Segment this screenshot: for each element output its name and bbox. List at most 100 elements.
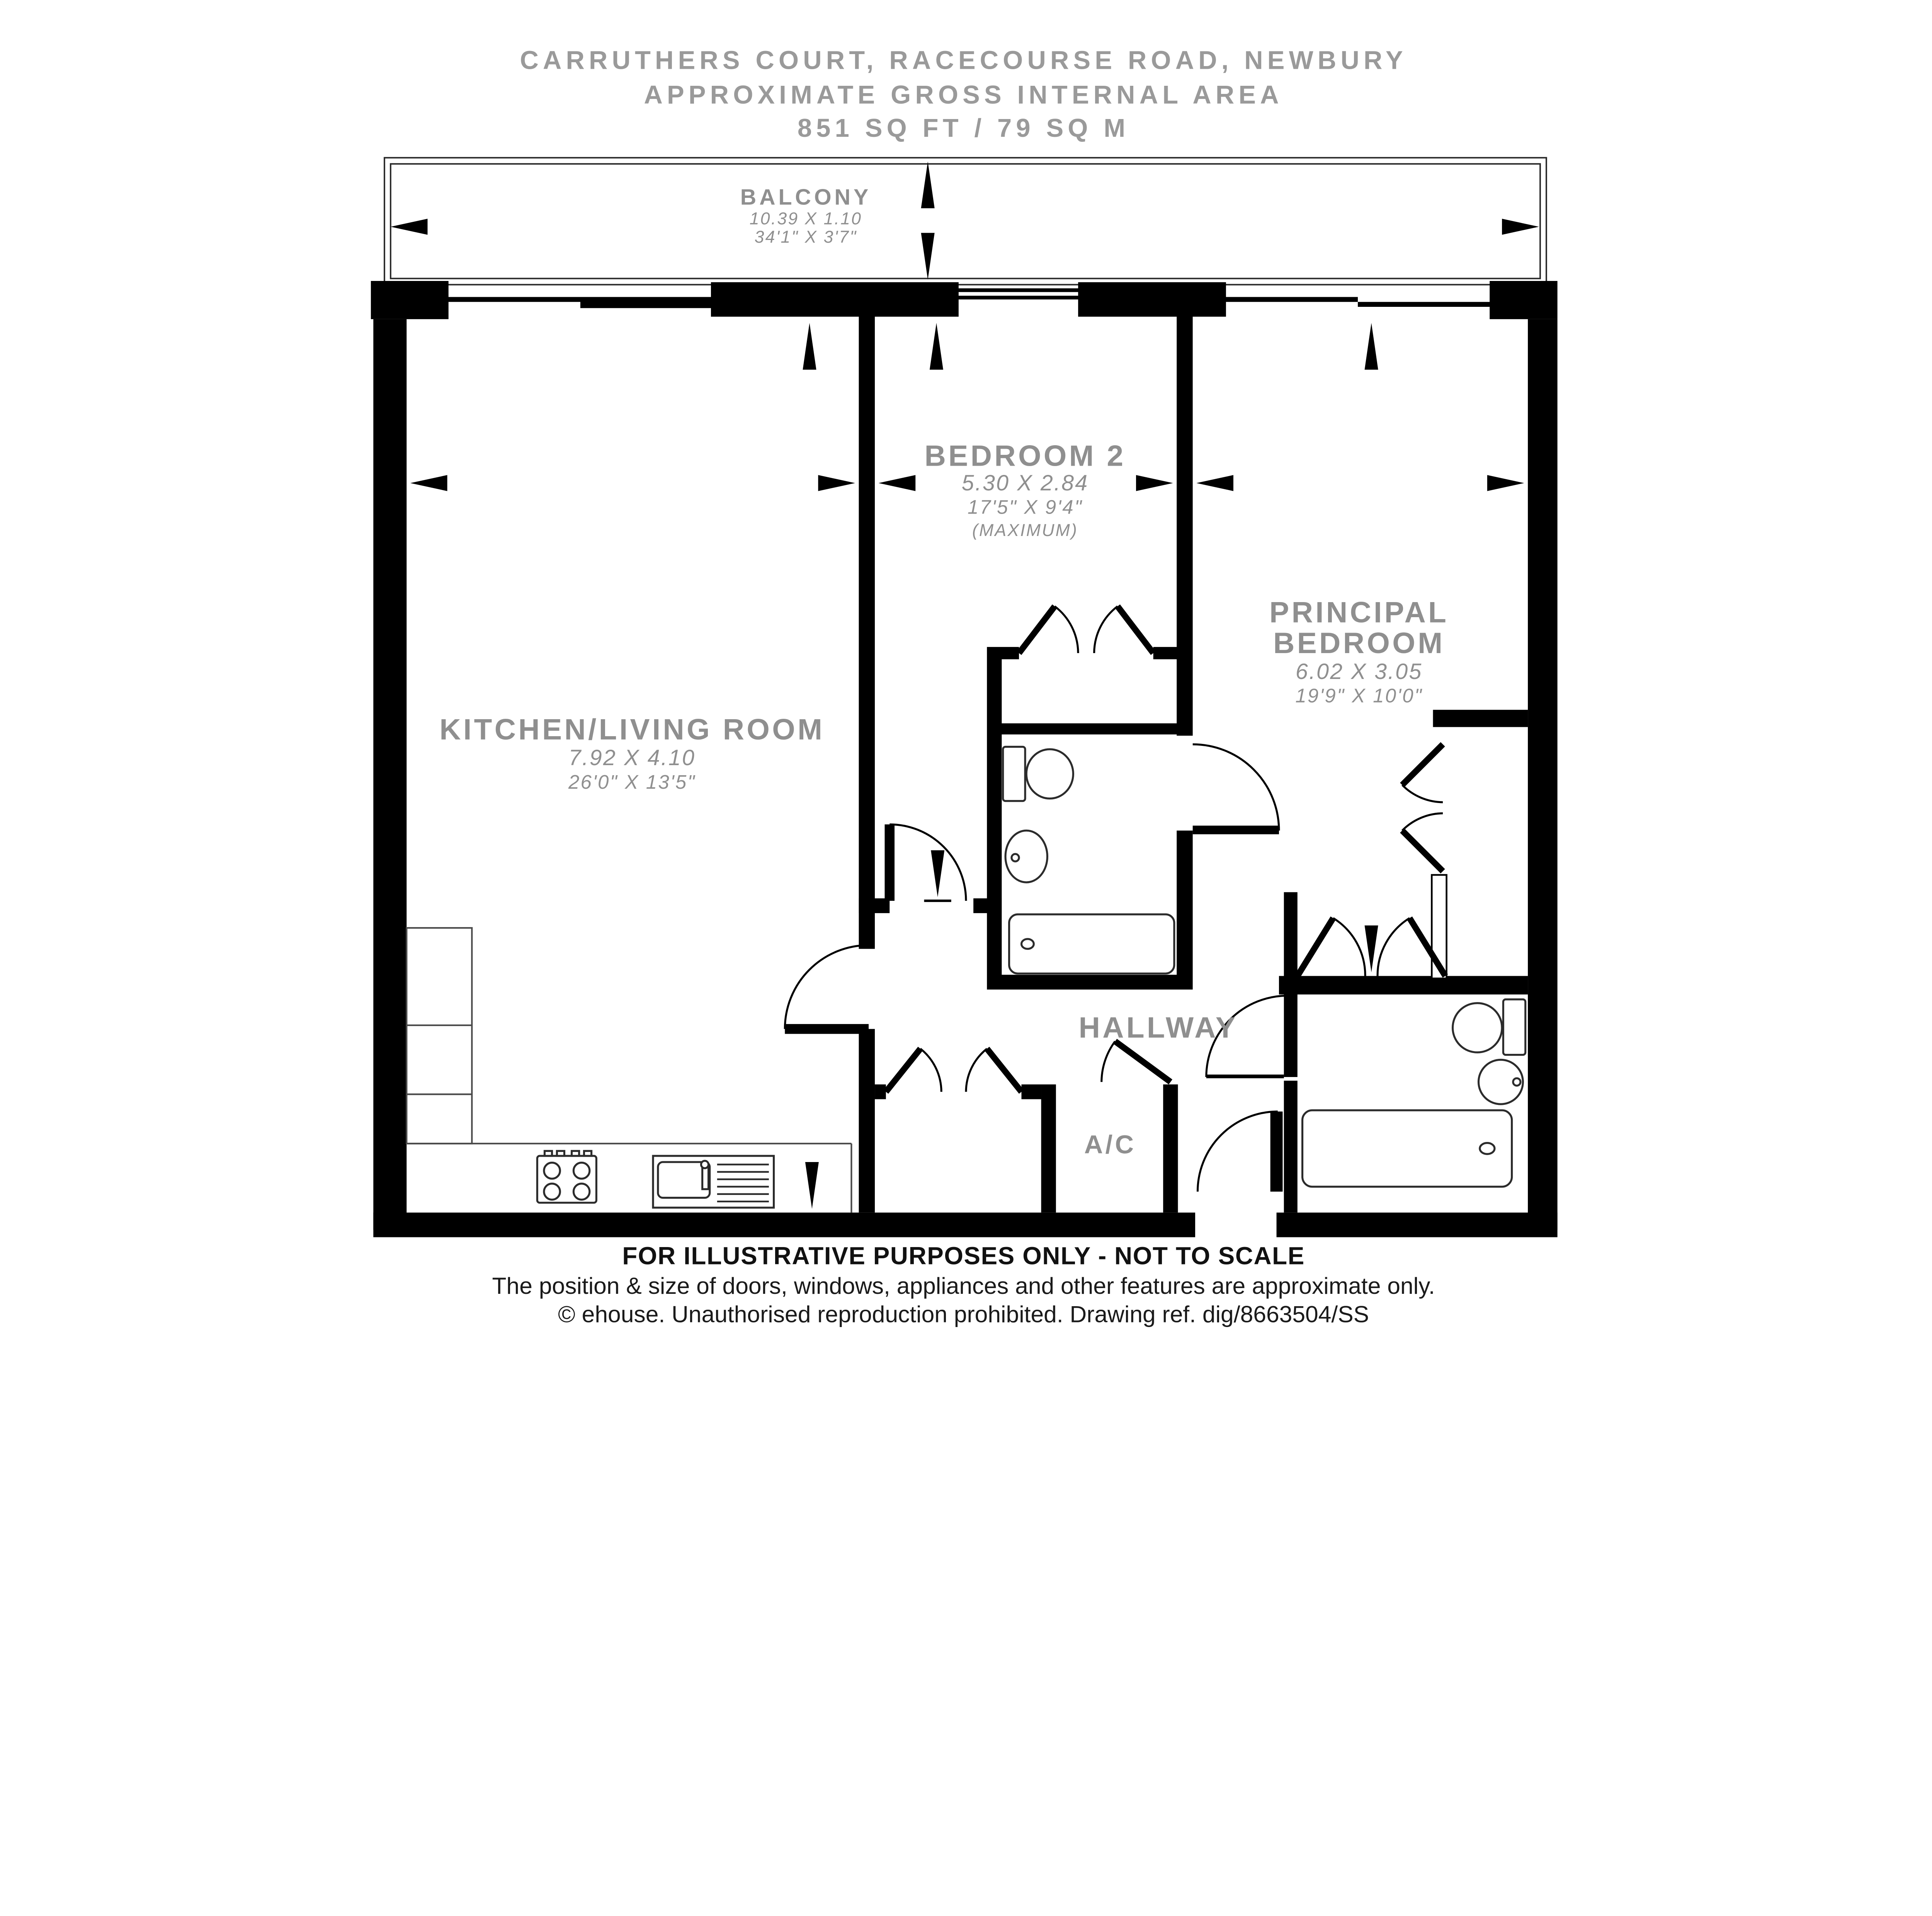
hallway-threshold-line	[1206, 1074, 1284, 1079]
bedroom2-label: BEDROOM 2	[925, 439, 1126, 472]
footer-approximate-note: The position & size of doors, windows, a…	[492, 1273, 1435, 1299]
principal-bedroom-bottom-wall	[1279, 976, 1528, 995]
doors	[784, 604, 1448, 1192]
kitchen-living-imperial: 26'0" X 13'5"	[568, 771, 696, 793]
dimension-arrow-up	[803, 323, 816, 370]
wardrobe-door-arc	[1093, 605, 1118, 653]
principal-bedroom-door	[1205, 892, 1298, 1077]
kitchen-door	[784, 944, 869, 1034]
principal-bedroom-metric: 6.02 X 3.05	[1296, 659, 1423, 684]
principal-corner-wardrobe-doors	[1400, 742, 1445, 874]
footer-copyright: © ehouse. Unauthorised reproduction proh…	[558, 1301, 1369, 1327]
bottom-wall	[373, 1212, 1558, 1237]
principal-bedroom-door-arc	[1205, 994, 1288, 1077]
principal-wardrobe-double-doors	[1294, 916, 1448, 978]
bathroom-door	[1192, 743, 1280, 834]
dimension-arrow-right	[1136, 475, 1173, 491]
wardrobe-door-arc	[1376, 917, 1410, 976]
dimension-arrow-left	[410, 475, 447, 491]
dimension-arrow-right	[818, 475, 855, 491]
wardrobe-door-arc	[1054, 605, 1079, 653]
bedroom2-door-leaf	[884, 824, 895, 901]
wardrobe-door-leaf	[1400, 742, 1445, 787]
right-wall	[1528, 319, 1558, 1230]
entrance-door	[1196, 1110, 1283, 1192]
wardrobe-door-leaf	[1400, 828, 1445, 874]
title-area-label: APPROXIMATE GROSS INTERNAL AREA	[644, 80, 1283, 109]
toilet-icon	[1452, 998, 1527, 1056]
hob-icon	[536, 1150, 597, 1204]
dimension-arrow-down	[921, 233, 935, 280]
main-bathroom-fixtures	[1002, 745, 1175, 975]
sink-icon	[1477, 1058, 1524, 1105]
principal-wardrobe-top-wall	[1433, 710, 1528, 727]
footer-disclaimer: FOR ILLUSTRATIVE PURPOSES ONLY - NOT TO …	[622, 1242, 1304, 1270]
kitchen-door-arc	[784, 944, 869, 1029]
cupboard-door-leaf	[984, 1046, 1024, 1094]
kitchen-door-leaf	[785, 1024, 869, 1034]
dimension-arrows	[390, 161, 1539, 1209]
ac-closet-walls	[1041, 1084, 1178, 1213]
toilet-icon	[1002, 745, 1074, 802]
bathroom-door-leaf	[1192, 825, 1279, 834]
bathtub-icon	[1301, 1109, 1513, 1188]
bathtub-icon	[1008, 913, 1175, 975]
dimension-arrow-right	[1502, 219, 1539, 235]
title-area-value: 851 SQ FT / 79 SQ M	[798, 114, 1130, 143]
principal-bedroom-door-leaf	[1284, 892, 1298, 1077]
ac-label: A/C	[1084, 1130, 1136, 1159]
ensuite-fixtures	[1301, 998, 1527, 1188]
kitchen-living-metric: 7.92 X 4.10	[569, 745, 696, 770]
cupboard-door-leaf	[883, 1046, 923, 1094]
dimension-arrow-up	[1364, 323, 1378, 370]
wardrobe-door-arc	[1332, 917, 1366, 976]
dimension-arrow-right	[1487, 475, 1524, 491]
room-labels: BALCONY 10.39 X 1.10 34'1" X 3'7" KITCHE…	[439, 185, 1449, 1159]
hallway-cupboard-double-doors	[883, 1046, 1024, 1094]
cupboard-door-arc	[965, 1048, 988, 1092]
balcony-outer-line	[383, 157, 1547, 286]
title-address: CARRUTHERS COURT, RACECOURSE ROAD, NEWBU…	[520, 46, 1407, 75]
wardrobe-door-leaf	[1407, 916, 1448, 978]
bedroom2-note: (MAXIMUM)	[972, 521, 1078, 540]
kitchen-living-label: KITCHEN/LIVING ROOM	[439, 713, 825, 746]
dimension-arrow-up	[929, 323, 944, 370]
balcony-imperial: 34'1" X 3'7"	[755, 228, 857, 247]
dimension-arrow-down	[931, 850, 945, 897]
kitchen-counter	[406, 927, 852, 1213]
bedroom2-imperial: 17'5" X 9'4"	[968, 496, 1083, 518]
cupboard-door-arc	[920, 1048, 942, 1092]
bedroom2-metric: 5.30 X 2.84	[962, 471, 1089, 495]
wardrobe-door-leaf	[1294, 916, 1336, 978]
exterior-walls	[371, 281, 1558, 1237]
footer: FOR ILLUSTRATIVE PURPOSES ONLY - NOT TO …	[492, 1242, 1435, 1327]
ac-door-leaf	[1113, 1039, 1173, 1085]
principal-bedroom-label-1: PRINCIPAL	[1269, 596, 1449, 629]
bathroom-walls	[987, 316, 1193, 990]
top-wall	[371, 281, 1558, 319]
wardrobe-door-arc	[1401, 784, 1443, 803]
ac-door-arc	[1100, 1040, 1116, 1082]
kitchen-sink-icon	[652, 1155, 775, 1209]
wardrobe-door-leaf	[1016, 604, 1057, 655]
dimension-arrow-left	[1196, 475, 1233, 491]
title-block: CARRUTHERS COURT, RACECOURSE ROAD, NEWBU…	[520, 46, 1407, 143]
dimension-arrow-left	[390, 219, 428, 235]
balcony-outline	[383, 157, 1547, 286]
ensuite-left-wall	[1284, 1081, 1298, 1213]
dimension-arrow-up	[921, 161, 935, 208]
bedroom2-door	[884, 823, 967, 902]
floor-plan: CARRUTHERS COURT, RACECOURSE ROAD, NEWBU…	[371, 46, 1558, 1327]
entrance-door-leaf	[1270, 1111, 1283, 1192]
wardrobe-door-leaf	[1115, 604, 1156, 655]
dimension-arrow-down	[1364, 925, 1378, 972]
balcony-inner-line	[389, 163, 1541, 279]
hallway-label: HALLWAY	[1079, 1011, 1238, 1044]
sink-icon	[1004, 829, 1049, 883]
bedroom2-wardrobe-double-doors	[1016, 604, 1156, 655]
kitchen-fixtures	[406, 927, 852, 1213]
balcony-metric: 10.39 X 1.10	[750, 209, 862, 228]
dimension-arrow-down	[805, 1162, 819, 1209]
kitchen-bedroom2-wall	[859, 316, 875, 1213]
principal-bedroom-imperial: 19'9" X 10'0"	[1295, 685, 1423, 707]
